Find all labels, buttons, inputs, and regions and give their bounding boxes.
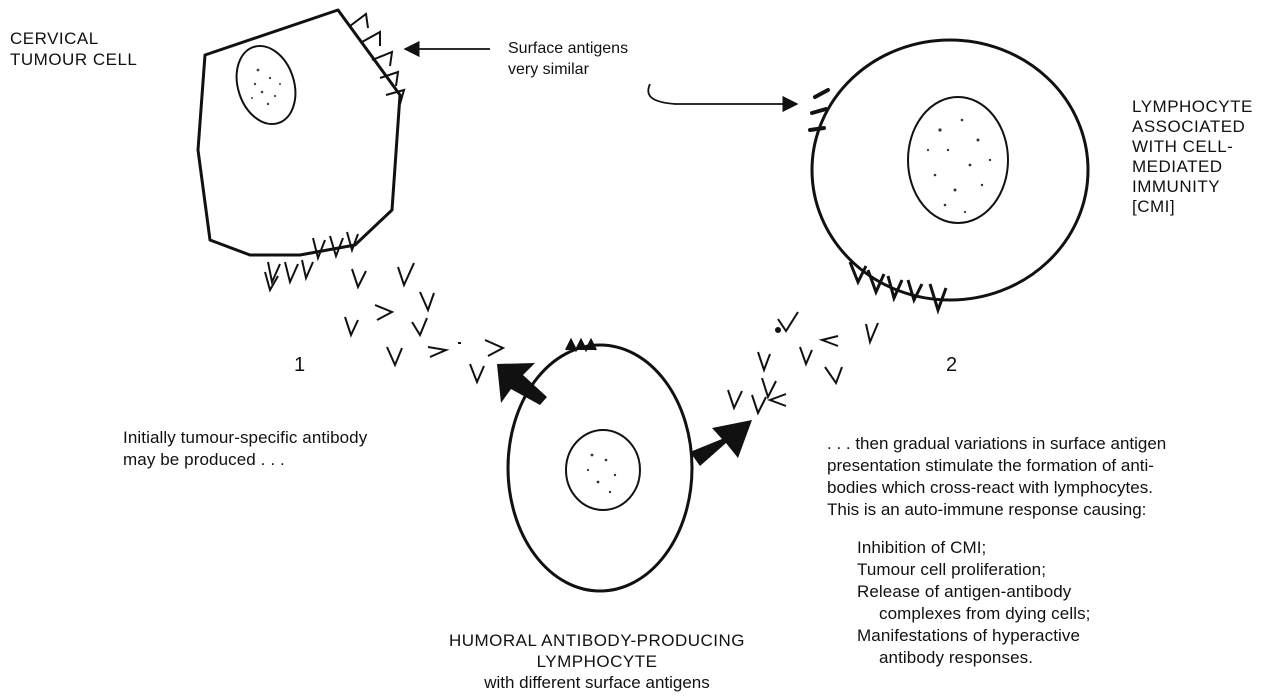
humoral-nucleus xyxy=(566,430,640,510)
cmi-bound-antigens xyxy=(850,262,946,310)
cmi-surface-antigens xyxy=(810,90,828,130)
surface-antigens-label: Surface antigens very similar xyxy=(508,38,628,80)
cmi-lymphocyte xyxy=(810,40,1088,310)
cross-reaction-text: . . . then gradual variations in surface… xyxy=(827,433,1166,521)
antibodies-group-1 xyxy=(345,263,503,382)
cmi-nucleus xyxy=(908,97,1008,223)
autoimmune-effects-list: Inhibition of CMI; Tumour cell prolifera… xyxy=(857,537,1091,669)
humoral-lymphocyte-label: HUMORAL ANTIBODY-PRODUCING LYMPHOCYTE wi… xyxy=(432,630,762,693)
tumour-cell-nucleus xyxy=(227,38,305,131)
tumour-bound-antigens xyxy=(265,232,358,290)
step-2-label: 2 xyxy=(946,355,958,376)
humoral-surface-antigens xyxy=(566,340,596,350)
humoral-lymphocyte xyxy=(508,340,692,591)
step-1-label: 1 xyxy=(294,355,306,376)
tumour-cell-label: CERVICAL TUMOUR CELL xyxy=(10,28,137,70)
initial-antibody-text: Initially tumour-specific antibody may b… xyxy=(123,427,367,471)
antigen-pointer-right xyxy=(648,84,797,104)
antibodies-group-2 xyxy=(728,312,878,413)
tumour-cell xyxy=(198,10,404,290)
cmi-lymphocyte-label: LYMPHOCYTE ASSOCIATED WITH CELL- MEDIATE… xyxy=(1132,97,1253,217)
